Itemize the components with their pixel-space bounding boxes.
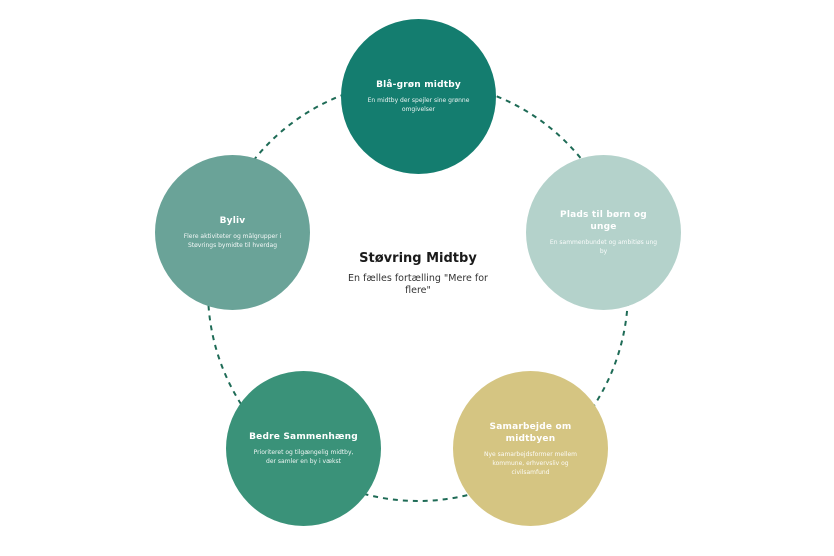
node-byliv: Byliv Flere aktiviteter og målgrupper i … xyxy=(155,155,310,310)
node-description: En sammenbundet og ambitiøs ung by xyxy=(549,239,658,255)
node-bla-gron-midtby: Blå-grøn midtby En midtby der spejler si… xyxy=(341,19,496,174)
node-title: Blå-grøn midtby xyxy=(376,80,461,90)
node-description: En midtby der spejler sine grønne omgive… xyxy=(367,97,470,113)
node-samarbejde-om-midtbyen: Samarbejde om midtbyen Nye samarbejdsfor… xyxy=(453,371,608,526)
node-description: Prioriteret og tilgængelig midtby, der s… xyxy=(253,449,354,465)
node-title: Plads til børn og unge xyxy=(560,210,647,232)
node-title: Byliv xyxy=(219,216,246,226)
node-plads-til-born-og-unge: Plads til børn og unge En sammenbundet o… xyxy=(526,155,681,310)
node-description: Nye samarbejdsformer mellem kommune, erh… xyxy=(484,450,577,476)
center-label: Støvring Midtby En fælles fortælling "Me… xyxy=(336,250,500,297)
node-bedre-sammenhaeng: Bedre Sammenhæng Prioriteret og tilgænge… xyxy=(226,371,381,526)
node-title: Samarbejde om midtbyen xyxy=(489,421,572,444)
node-title: Bedre Sammenhæng xyxy=(249,432,358,442)
node-description: Flere aktiviteter og målgrupper i Støvri… xyxy=(183,233,282,249)
center-subtitle: En fælles fortælling "Mere for flere" xyxy=(348,273,488,296)
center-title: Støvring Midtby xyxy=(359,251,477,266)
